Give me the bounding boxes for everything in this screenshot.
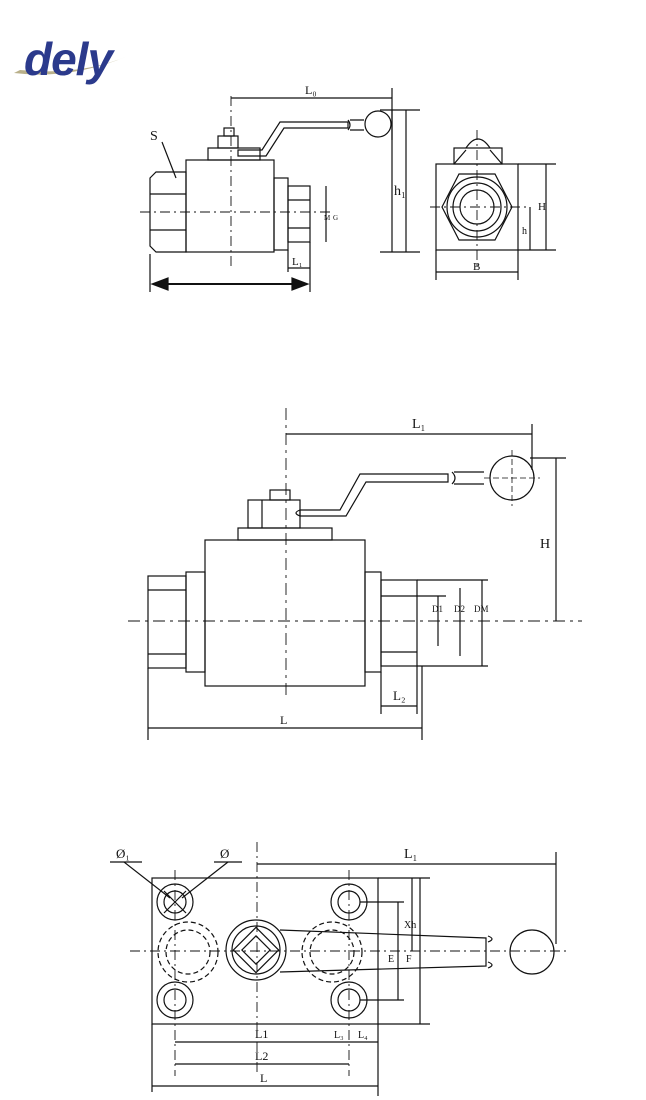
view1-right-port <box>287 185 311 243</box>
view1-label-M: M <box>324 214 331 222</box>
view2-body <box>204 539 366 687</box>
view2-right-port <box>380 579 418 667</box>
view1-label-G: G <box>333 214 338 222</box>
view3-label-phi: Ø <box>220 846 229 861</box>
view1-label-L0: L₀ <box>305 83 317 97</box>
view3-label-L1-top: L₁ <box>404 847 417 862</box>
view1-label-h1: h₁ <box>394 184 406 199</box>
view3-knob <box>509 929 555 975</box>
view2-label-D1: D1 <box>432 604 443 614</box>
view2-label-H: H <box>540 537 550 552</box>
view1-label-S: S <box>150 129 158 144</box>
view2-label-DM: DM <box>474 604 489 614</box>
view1-handle <box>237 121 349 157</box>
view1-end-label-h: h <box>522 226 527 237</box>
view1-end: H h B <box>430 130 556 280</box>
view1-end-label-B: B <box>473 261 480 273</box>
view1-knob <box>364 110 392 138</box>
view3-label-L4: L₄ <box>358 1030 368 1041</box>
view3-label-phi1: Ø₁ <box>116 846 130 861</box>
view3-label-E: E <box>388 954 394 965</box>
view1-left-nut <box>149 171 187 253</box>
brand-name: dely <box>24 33 113 85</box>
view1-end-label-H: H <box>538 201 546 213</box>
view1-body <box>185 159 275 253</box>
view3: Ø₁ Ø L₁ Xh E F L1 L₃ L₄ L2 L <box>110 842 566 1096</box>
view2-label-L: L <box>280 713 287 727</box>
view3-handle <box>279 929 487 973</box>
view3-label-L2: L2 <box>255 1049 268 1063</box>
view1-label-L1: L₁ <box>292 256 303 268</box>
brand-logo: dely <box>10 18 135 85</box>
logo-swoosh-icon <box>14 56 128 75</box>
view2-label-D2: D2 <box>454 604 465 614</box>
view2: L₁ H D1 D2 DM L₂ L <box>128 408 582 740</box>
view3-label-L1: L1 <box>255 1027 268 1041</box>
view2-handle <box>299 473 449 517</box>
view1-side: L₀ S h₁ M G L₁ <box>140 83 420 292</box>
view3-label-L3: L₃ <box>334 1030 344 1041</box>
view3-label-F: F <box>406 954 412 965</box>
view2-label-L2: L₂ <box>393 688 405 703</box>
view3-label-L: L <box>260 1071 267 1085</box>
view3-label-Xh: Xh <box>404 920 416 931</box>
view2-label-L1: L₁ <box>412 417 425 432</box>
